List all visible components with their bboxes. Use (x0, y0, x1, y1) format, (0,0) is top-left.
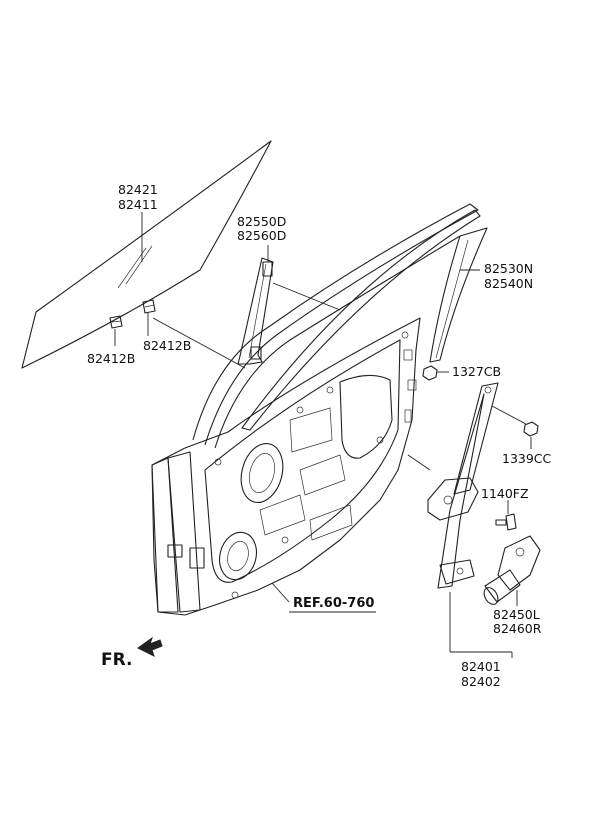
label-channel-rear-2: 82560D (237, 228, 286, 243)
leader-lines (114, 212, 532, 658)
label-channel-front-1: 82530N (484, 261, 533, 276)
label-clip-b: 82412B (143, 338, 191, 353)
door-glass (21, 140, 272, 369)
front-direction-arrow-icon (137, 636, 163, 657)
label-channel-front-2: 82540N (484, 276, 533, 291)
label-bolt-1140: 1140FZ (481, 486, 529, 501)
nut-1339cc-part (523, 421, 539, 437)
label-regulator-2: 82402 (461, 674, 501, 689)
nut-1327cb-part (422, 365, 438, 381)
label-nut-1327: 1327CB (452, 364, 501, 379)
label-ref: REF.60-760 (293, 596, 374, 611)
label-front: FR. (101, 650, 132, 670)
label-motor-1: 82450L (493, 607, 540, 622)
label-regulator-1: 82401 (461, 659, 501, 674)
label-nut-1339: 1339CC (502, 451, 552, 466)
rear-glass-run-channel (237, 257, 274, 365)
door-inner-panel (151, 203, 479, 616)
front-glass-run-channel (241, 209, 488, 431)
label-motor-2: 82460R (493, 621, 542, 636)
glass-clip-left (109, 315, 123, 329)
label-glass-1: 82421 (118, 182, 158, 197)
glass-clip-right (142, 299, 156, 314)
regulator-motor (483, 535, 541, 605)
label-clip-a: 82412B (87, 351, 135, 366)
label-glass-2: 82411 (118, 197, 158, 212)
bolt-1140fz-part (495, 513, 517, 531)
label-channel-rear-1: 82550D (237, 214, 286, 229)
window-regulator (427, 382, 499, 589)
